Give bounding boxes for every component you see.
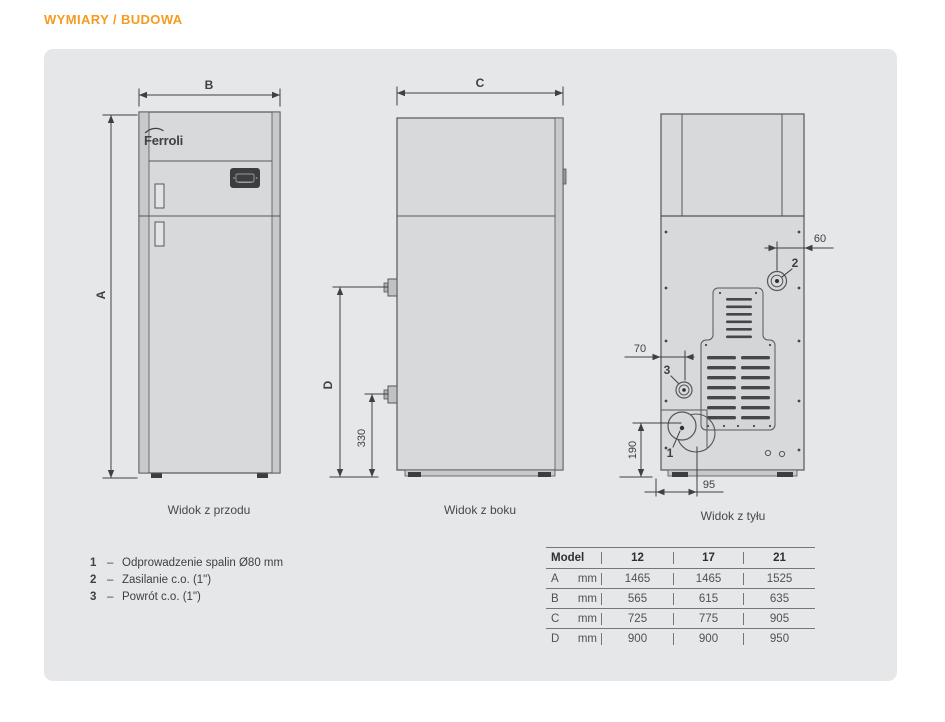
vent-panel [700, 287, 776, 431]
legend-text: Zasilanie c.o. (1") [122, 574, 212, 586]
dim-unit: mm [577, 592, 597, 605]
rear-opening-left [764, 449, 772, 457]
legend: 1 – Odprowadzenie spalin Ø80 mm 2 – Zasi… [90, 555, 283, 606]
legend-number: 3 [90, 591, 97, 603]
front-view-caption: Widok z przodu [168, 503, 251, 517]
side-view-caption: Widok z boku [444, 503, 516, 517]
dim-label-b: B [205, 78, 214, 92]
value-cell: 615 [673, 592, 743, 605]
legend-dash: – [107, 557, 114, 569]
dim-label-95: 95 [703, 479, 715, 491]
marker-label-2: 2 [792, 256, 799, 270]
dim-letter: B [551, 592, 559, 605]
table-header-model-21: 21 [743, 552, 815, 564]
dim-letter: C [551, 612, 560, 625]
value-cell: 565 [601, 592, 673, 605]
value-cell: 1465 [673, 572, 743, 585]
dim-label-c: C [476, 76, 485, 90]
table-header-model-17: 17 [673, 552, 743, 564]
legend-text: Odprowadzenie spalin Ø80 mm [122, 557, 284, 569]
value-cell: 1525 [743, 572, 815, 585]
value-cell: 775 [673, 612, 743, 625]
rear-view-drawing: 60 2 70 3 [619, 113, 834, 523]
legend-number: 1 [90, 557, 97, 569]
door-handle-lower [154, 221, 165, 247]
dim-unit: mm [577, 632, 597, 645]
front-view-drawing: B A Ferroli [94, 78, 281, 517]
dim-letter: D [551, 632, 560, 645]
value-cell: 725 [601, 612, 673, 625]
technical-drawing: B A Ferroli [94, 76, 834, 523]
dim-label-60: 60 [814, 233, 826, 245]
dimensions-panel: B A Ferroli [44, 49, 897, 681]
rear-panel-screws [664, 230, 801, 452]
dim-letter: A [551, 572, 559, 585]
marker-label-1: 1 [667, 446, 674, 460]
dim-unit: mm [577, 612, 597, 625]
dim-label-330: 330 [356, 429, 368, 447]
connection-3-return [675, 381, 693, 399]
dim-label-70: 70 [634, 343, 646, 355]
legend-item-2: 2 – Zasilanie c.o. (1") [90, 572, 283, 589]
dim-label-d: D [321, 380, 335, 389]
value-cell: 1465 [601, 572, 673, 585]
legend-item-3: 3 – Powrót c.o. (1") [90, 589, 283, 606]
rear-opening-right [778, 450, 786, 458]
legend-text: Powrót c.o. (1") [122, 591, 201, 603]
value-cell: 905 [743, 612, 815, 625]
legend-item-1: 1 – Odprowadzenie spalin Ø80 mm [90, 555, 283, 572]
marker-label-3: 3 [664, 363, 671, 377]
dim-label-a: A [94, 290, 108, 299]
value-cell: 950 [743, 632, 815, 645]
legend-dash: – [107, 591, 114, 603]
rear-view-caption: Widok z tyłu [701, 509, 766, 523]
legend-dash: – [107, 574, 114, 586]
flue-outlet-1 [660, 409, 716, 453]
value-cell: 900 [673, 632, 743, 645]
legend-number: 2 [90, 574, 97, 586]
side-view-drawing: C D 3 [321, 76, 567, 517]
dim-label-190: 190 [627, 441, 639, 459]
table-header-model: Model [551, 552, 585, 564]
table-header-row: Model 12 17 21 [546, 548, 815, 569]
value-cell: 900 [601, 632, 673, 645]
value-cell: 635 [743, 592, 815, 605]
control-panel [230, 168, 260, 188]
ferroli-logo: Ferroli [144, 133, 183, 148]
door-handle-upper [154, 183, 165, 209]
connection-2-flow [766, 270, 788, 292]
dim-unit: mm [577, 572, 597, 585]
table-header-model-12: 12 [601, 552, 673, 564]
page-title: WYMIARY / BUDOWA [44, 12, 183, 27]
